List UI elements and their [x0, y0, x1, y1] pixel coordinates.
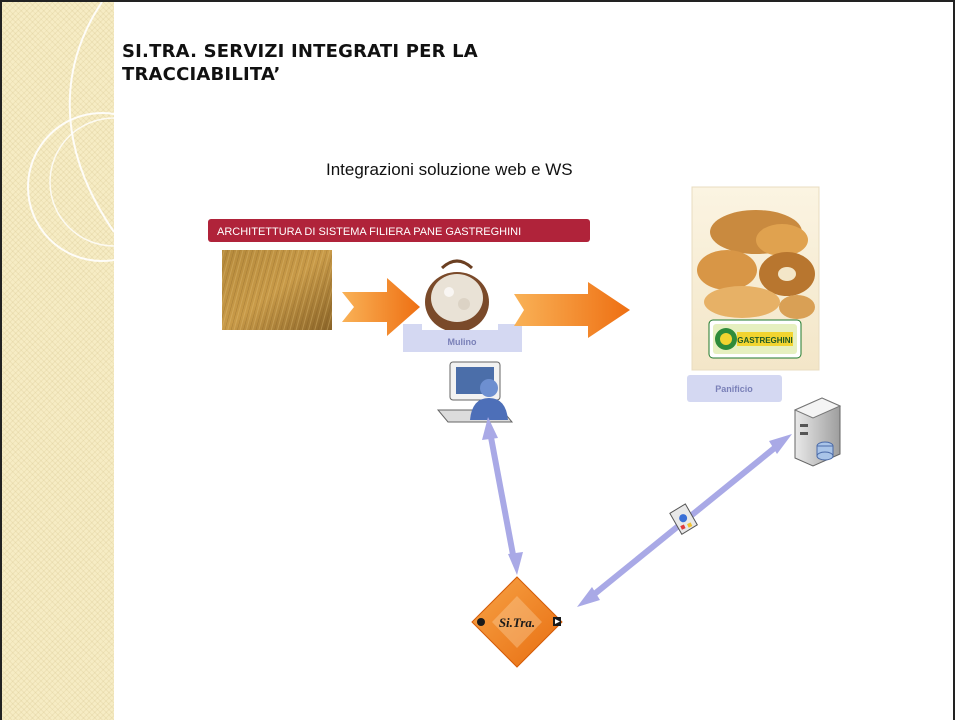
gastreghini-logo-text: GASTREGHINI: [737, 336, 793, 345]
banner-background: [208, 219, 590, 242]
diagram-banner: ARCHITETTURA DI SISTEMA FILIERA PANE GAS…: [208, 219, 590, 242]
flow-arrow-to-panificio: [514, 282, 630, 338]
decorative-sidebar: [2, 2, 162, 720]
panificio-label: Panificio: [715, 384, 753, 394]
computer-user-icon: [436, 361, 514, 423]
sidebar-circles-decoration: [27, 2, 162, 262]
slide-title: SI.TRA. SERVIZI INTEGRATI PER LA TRACCIA…: [122, 41, 478, 85]
flour-sack-image: [425, 259, 489, 332]
bread-photo: GASTREGHINI: [691, 186, 820, 371]
satellite-dish-icon: [669, 503, 698, 535]
flow-arrow-to-mulino: [342, 278, 420, 336]
sitra-diamond-logo: Si.Tra.: [471, 576, 563, 668]
banner-text: ARCHITETTURA DI SISTEMA FILIERA PANE GAS…: [217, 226, 521, 238]
mulino-label: Mulino: [448, 337, 477, 347]
connector-mulino-sitra: [482, 417, 523, 575]
sitra-label: Si.Tra.: [499, 615, 535, 630]
slide-subtitle: Integrazioni soluzione web e WS: [326, 160, 573, 179]
server-icon: [793, 397, 842, 467]
wheat-field-image: [222, 250, 332, 330]
panificio-node: Panificio: [687, 375, 782, 402]
mulino-node: Mulino: [403, 324, 522, 352]
